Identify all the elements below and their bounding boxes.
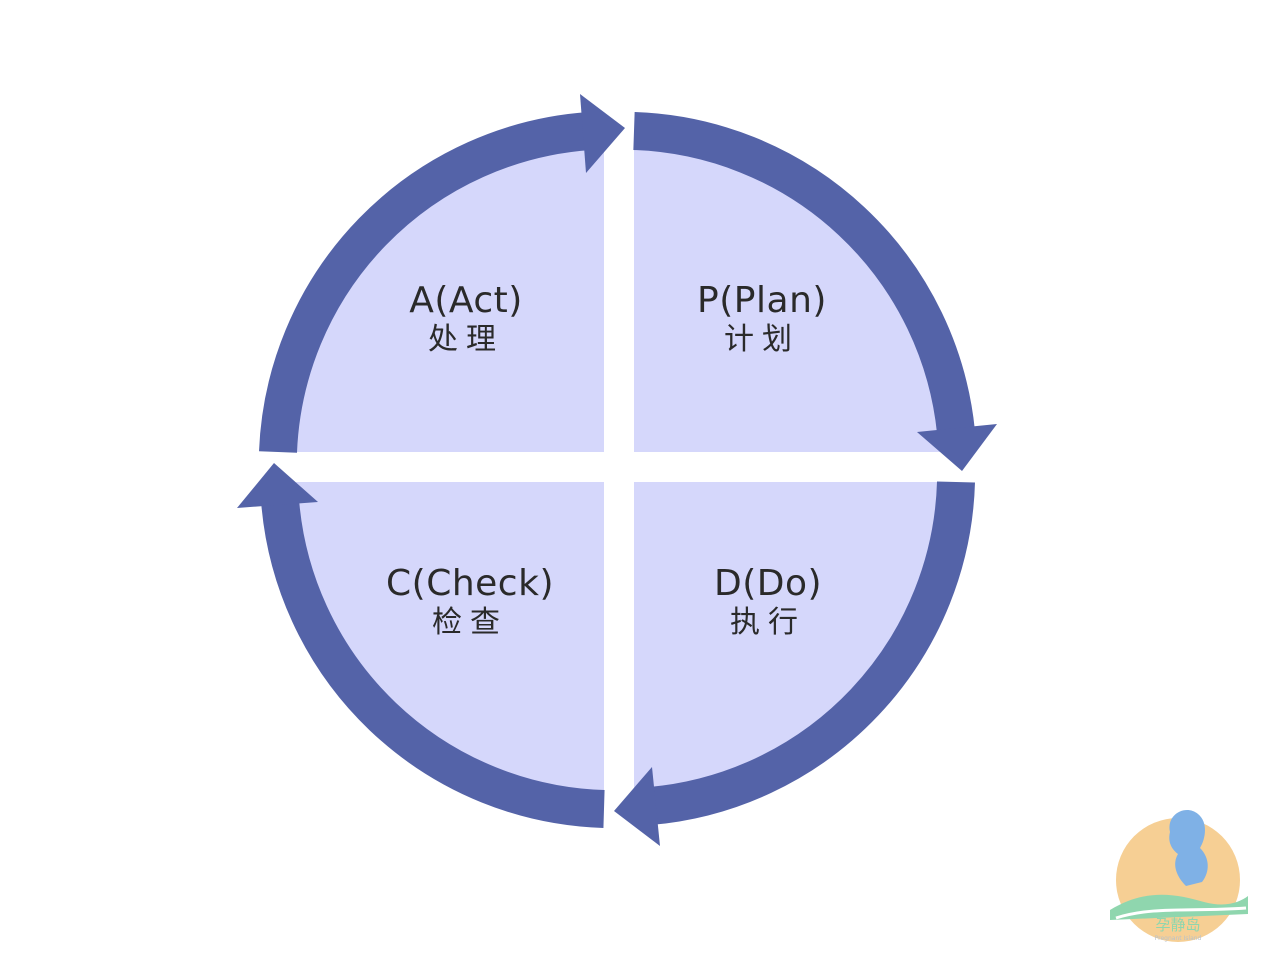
quadrant-check-title: C(Check)	[386, 563, 554, 604]
quadrant-plan-label: P(Plan) 计划	[662, 282, 862, 355]
quadrant-check-subtitle: 检查	[432, 604, 508, 640]
quadrant-do-subtitle: 执行	[730, 604, 806, 640]
quadrant-check-fill	[296, 482, 604, 790]
logo-text: 孕静岛	[1155, 916, 1200, 934]
quadrant-do-fill	[634, 482, 940, 790]
quadrant-act-label: A(Act) 处理	[366, 282, 566, 355]
arrowhead-do-to-check	[614, 767, 660, 846]
quadrant-plan-subtitle: 计划	[724, 321, 800, 357]
quadrant-do-title: D(Do)	[713, 563, 823, 604]
quadrant-check-label: C(Check) 检查	[370, 565, 570, 638]
quadrant-plan-title: P(Plan)	[697, 280, 827, 321]
arc-plan-to-do	[633, 112, 975, 434]
brand-logo: 孕静岛 Pregnant Island	[1110, 810, 1248, 942]
quadrant-do-label: D(Do) 执行	[668, 565, 868, 638]
arrowhead-act-to-plan	[580, 94, 625, 173]
quadrant-act-fill	[296, 149, 604, 452]
arrowhead-plan-to-do	[917, 424, 997, 471]
arc-check-to-act	[261, 498, 605, 828]
logo-subtext: Pregnant Island	[1155, 935, 1202, 942]
arc-act-to-plan	[259, 112, 592, 453]
quadrant-plan-fill	[634, 149, 940, 452]
arc-do-to-check	[648, 481, 975, 825]
quadrant-act-title: A(Act)	[409, 280, 523, 321]
quadrant-act-subtitle: 处理	[428, 321, 504, 357]
arrowhead-check-to-act	[237, 463, 318, 508]
